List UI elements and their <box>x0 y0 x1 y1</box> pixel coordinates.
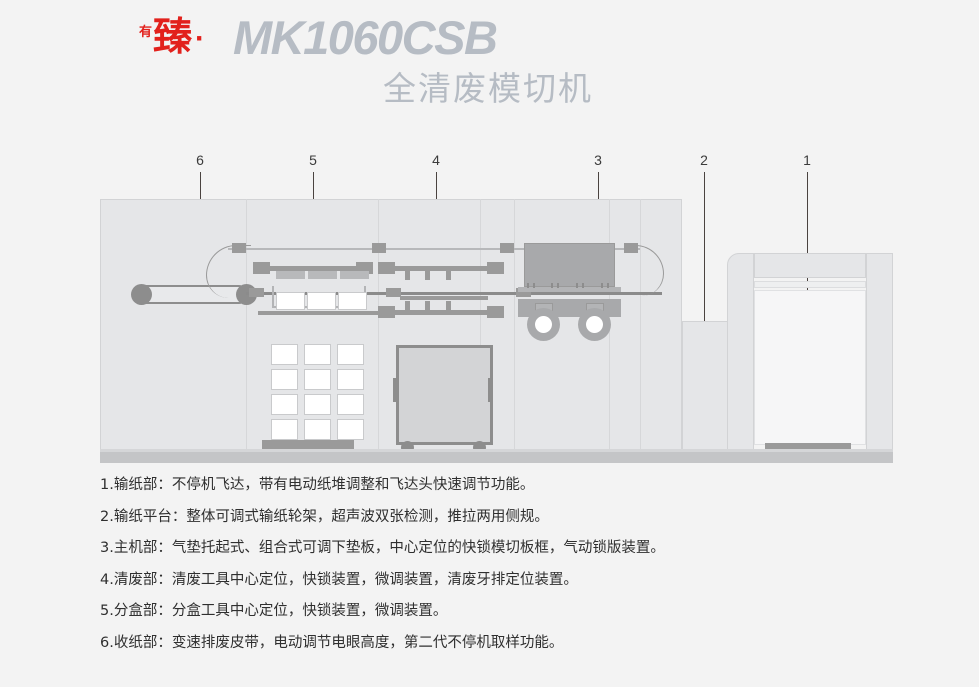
handwheel-left[interactable] <box>527 308 560 341</box>
separation-segment-3 <box>340 271 369 279</box>
waste-bin <box>396 345 493 445</box>
stripping-center-bar <box>400 296 488 300</box>
stack-sheet <box>337 369 364 390</box>
output-pallet <box>262 440 354 460</box>
stack-sheet <box>337 344 364 365</box>
callout-stem-1 <box>807 172 808 290</box>
separation-segment-2 <box>308 271 337 279</box>
stripping-cap-upper-left <box>378 262 395 274</box>
callout-number-6: 6 <box>196 152 204 168</box>
brand-logo: 有 臻 · <box>139 18 205 57</box>
callout-number-5: 5 <box>309 152 317 168</box>
waste-bin-notch-left <box>393 378 398 402</box>
stack-sheet <box>271 419 298 440</box>
gripper-bar-rail <box>246 292 662 295</box>
housing-divider-6 <box>640 199 641 455</box>
handwheel-right[interactable] <box>578 308 611 341</box>
feeder-paper-stack <box>754 290 866 445</box>
spec-list: 1.输纸部：不停机飞达，带有电动纸堆调整和飞达头快速调节功能。 2.输纸平台：整… <box>100 478 900 667</box>
conveyor-pulley-left <box>131 284 152 305</box>
page-title: MK1060CSB <box>233 11 498 64</box>
machine-floor-base <box>100 452 893 463</box>
spec-item-2: 2.输纸平台：整体可调式输纸轮架，超声波双张检测，推拉两用侧规。 <box>100 508 549 525</box>
stripping-tooth-5 <box>425 301 430 310</box>
feeding-platform <box>682 321 728 455</box>
spec-item-3: 3.主机部：气垫托起式、组合式可调下垫板，中心定位的快锁模切板框，气动锁版装置。 <box>100 540 665 556</box>
stripping-tooth-2 <box>425 271 430 280</box>
feeder-column-right <box>866 253 893 455</box>
output-sheet-stack <box>271 344 364 440</box>
spec-item-6: 6.收纸部：变速排废皮带，电动调节电眼高度，第二代不停机取样功能。 <box>100 634 564 651</box>
separation-box-3 <box>338 292 367 310</box>
feeder-header-beam <box>754 253 866 278</box>
stripping-tool-bar-upper <box>389 266 489 271</box>
housing-divider-3 <box>480 199 481 455</box>
gripper-nub-1 <box>249 288 264 297</box>
separation-box-1 <box>276 292 305 310</box>
spec-item-5: 5.分盒部：分盒工具中心定位，快锁装置，微调装置。 <box>100 603 448 619</box>
die-pin-2 <box>533 283 535 288</box>
stack-sheet <box>271 344 298 365</box>
brand-dot-separator: · <box>195 22 206 55</box>
rail-block-3 <box>500 243 514 253</box>
stack-sheet <box>304 419 331 440</box>
stack-sheet <box>304 344 331 365</box>
housing-divider-2 <box>378 199 379 455</box>
brand-small-char: 有 <box>139 25 153 40</box>
callout-number-2: 2 <box>700 152 708 168</box>
machine-diagram: 6 5 4 3 2 1 <box>100 152 893 463</box>
upper-transport-rail <box>228 248 640 250</box>
stack-sheet <box>337 394 364 415</box>
brand-main-char: 臻 <box>153 15 192 60</box>
separation-tool-bar <box>265 266 370 271</box>
stripping-tooth-6 <box>446 301 451 310</box>
die-pin-3 <box>551 283 553 288</box>
stack-sheet <box>271 394 298 415</box>
stripping-tooth-1 <box>405 271 410 280</box>
housing-divider-1 <box>246 199 247 455</box>
die-cutting-head <box>524 243 615 287</box>
handwheel-right-hub <box>586 316 603 333</box>
feeder-guide-slot <box>754 281 866 288</box>
gripper-nub-2 <box>386 288 401 297</box>
die-pin-6 <box>582 283 584 288</box>
separation-base-plate <box>258 311 378 315</box>
stripping-cap-upper-right <box>487 262 504 274</box>
die-pin-5 <box>576 283 578 288</box>
separation-segment-1 <box>276 271 305 279</box>
conveyor-guide-arc <box>206 245 251 298</box>
stripping-cap-lower-right <box>487 306 504 318</box>
die-pin-8 <box>607 283 609 288</box>
separation-box-2 <box>307 292 336 310</box>
spec-item-4: 4.清废部：清废工具中心定位，快锁装置，微调装置，清废牙排定位装置。 <box>100 571 578 588</box>
callout-number-4: 4 <box>432 152 440 168</box>
die-pin-7 <box>601 283 603 288</box>
die-cutting-plate <box>518 287 621 292</box>
floor-shadow <box>100 449 893 452</box>
rail-block-1 <box>232 243 246 253</box>
separation-cap-left <box>253 262 270 274</box>
stripping-tooth-3 <box>446 271 451 280</box>
callout-number-3: 3 <box>594 152 602 168</box>
stripping-tooth-4 <box>405 301 410 310</box>
handwheel-left-hub <box>535 316 552 333</box>
callout-number-1: 1 <box>803 152 811 168</box>
page-subtitle: 全清废模切机 <box>383 69 593 108</box>
spec-item-1: 1.输纸部：不停机飞达，带有电动纸堆调整和飞达头快速调节功能。 <box>100 477 535 493</box>
stack-sheet <box>337 419 364 440</box>
stack-sheet <box>304 369 331 390</box>
housing-divider-4 <box>514 199 515 455</box>
stack-sheet <box>271 369 298 390</box>
stack-sheet <box>304 394 331 415</box>
header: 有 臻 · MK1060CSB 全清废模切机 <box>0 0 979 125</box>
feeder-column-left <box>727 253 754 455</box>
callout-stem-2 <box>704 172 705 342</box>
rail-block-2 <box>372 243 386 253</box>
waste-bin-notch-right <box>488 378 493 402</box>
gripper-nub-3 <box>516 288 531 297</box>
die-pin-4 <box>557 283 559 288</box>
die-pin-1 <box>527 283 529 288</box>
stripping-tool-bar-lower <box>389 310 489 315</box>
stripping-cap-lower-left <box>378 306 395 318</box>
